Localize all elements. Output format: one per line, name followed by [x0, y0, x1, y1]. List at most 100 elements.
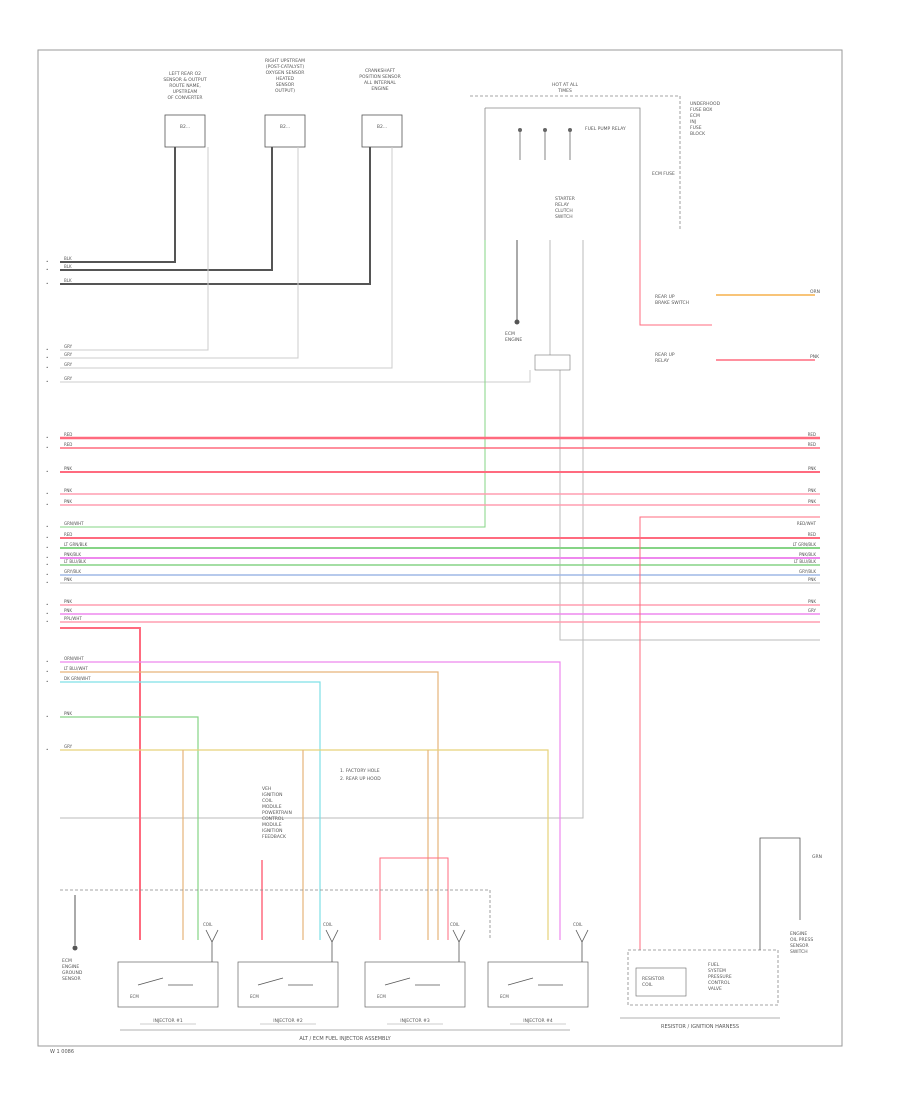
wire-label-right: PNK [808, 499, 816, 504]
svg-text:ROUTE NAME,: ROUTE NAME, [169, 83, 201, 89]
svg-text:IGNITION: IGNITION [262, 828, 283, 834]
wire-label-left: GRY [64, 362, 73, 367]
svg-text:B2...: B2... [280, 124, 290, 130]
sensor-wires [60, 147, 531, 383]
svg-text:SENSOR: SENSOR [790, 943, 809, 949]
svg-text:FUSE BOX: FUSE BOX [690, 107, 712, 113]
svg-text:TIMES: TIMES [557, 88, 572, 94]
injector-pin-label: ECM [130, 994, 139, 999]
wire-label-left: PNK [64, 711, 72, 716]
injector-coil-icon [325, 929, 339, 962]
svg-text:CLUTCH: CLUTCH [555, 208, 573, 214]
svg-text:COIL: COIL [262, 798, 273, 804]
wire-pin-marker: • [46, 469, 48, 474]
svg-text:SYSTEM: SYSTEM [708, 968, 726, 974]
svg-text:ENGINE: ENGINE [505, 337, 522, 343]
wire-pin-marker: • [46, 259, 48, 264]
svg-text:FEEDBACK: FEEDBACK [262, 834, 287, 840]
svg-text:IGNITION: IGNITION [262, 792, 283, 798]
wire-label-right: RED [808, 532, 816, 537]
svg-text:OF CONVERTER: OF CONVERTER [167, 95, 202, 101]
wire-label-right: GRY/BLK [799, 569, 816, 574]
svg-text:ECM FUSE: ECM FUSE [652, 171, 675, 177]
svg-text:REAR UP: REAR UP [655, 294, 675, 300]
svg-text:UPSTREAM: UPSTREAM [173, 89, 198, 95]
injector-pin-label: ECM [377, 994, 386, 999]
svg-text:STARTER: STARTER [555, 196, 575, 202]
svg-text:MODULE: MODULE [262, 804, 282, 810]
svg-text:PRESSURE: PRESSURE [708, 974, 732, 980]
wire-pin-marker: • [46, 580, 48, 585]
svg-text:BLOCK: BLOCK [690, 131, 706, 137]
page-code: W 1 0086 [50, 1049, 74, 1055]
injector-switch [257, 977, 313, 986]
connector-block [534, 354, 571, 371]
injector-label: INJECTOR #4 [523, 1018, 553, 1024]
wire-pin-marker: • [46, 555, 48, 560]
wire-label-right: LT BLU/BLK [794, 559, 816, 564]
svg-text:2. REAR UP HOOD: 2. REAR UP HOOD [340, 776, 381, 782]
svg-text:PNK: PNK [810, 354, 820, 360]
injector-label: INJECTOR #1 [153, 1018, 183, 1024]
wire-label-left: PNK [64, 608, 72, 613]
svg-text:HEATED: HEATED [276, 76, 295, 82]
svg-text:CONTROL: CONTROL [262, 816, 284, 822]
horizontal-bus [60, 436, 820, 623]
svg-text:SENSOR: SENSOR [62, 976, 81, 982]
svg-text:POSITION SENSOR: POSITION SENSOR [359, 74, 400, 80]
svg-text:VALVE: VALVE [708, 986, 722, 992]
wire-label-left: ORN/WHT [64, 656, 84, 661]
svg-text:REAR UP: REAR UP [655, 352, 675, 358]
oil-press-sensor: GRN ENGINE OIL PRESS SENSOR SWITCH [759, 837, 822, 955]
svg-text:CRANKSHAFT: CRANKSHAFT [365, 68, 395, 74]
svg-text:OXYGEN SENSOR: OXYGEN SENSOR [266, 70, 305, 76]
wire-label-left: DK GRN/WHT [64, 676, 91, 681]
wire-label-left: GRN/WHT [64, 521, 84, 526]
svg-text:FUEL PUMP RELAY: FUEL PUMP RELAY [585, 126, 626, 132]
injector-switch [137, 977, 193, 986]
wire-pin-marker: • [46, 379, 48, 384]
svg-text:ECM: ECM [62, 958, 72, 964]
wire-label-left: PNK [64, 499, 72, 504]
injector-switch [507, 977, 563, 986]
wire-label-left: BLK [64, 264, 72, 269]
injector-switch [384, 977, 440, 986]
svg-text:OIL PRESS: OIL PRESS [790, 937, 813, 943]
injector-label: INJECTOR #3 [400, 1018, 430, 1024]
wire-pin-marker: • [46, 572, 48, 577]
injector-part-label: COIL [573, 922, 583, 927]
svg-text:CONTROL: CONTROL [708, 980, 730, 986]
injector-coil-icon [205, 929, 219, 962]
svg-text:SWITCH: SWITCH [790, 949, 808, 955]
wire-label-left: RED [64, 532, 72, 537]
svg-text:ORN: ORN [810, 289, 820, 295]
svg-text:INJ: INJ [690, 119, 696, 125]
svg-text:RELAY: RELAY [555, 202, 569, 208]
svg-text:VEH: VEH [262, 786, 271, 792]
wire-pin-marker: • [46, 562, 48, 567]
injector-body [364, 961, 466, 1008]
injector-pin-label: ECM [250, 994, 259, 999]
svg-text:SENSOR & OUTPUT: SENSOR & OUTPUT [163, 77, 207, 83]
wire-pin-marker: • [46, 747, 48, 752]
gray-vert-2 [60, 240, 584, 819]
wire-pin-marker: • [46, 619, 48, 624]
wire-label-left: GRY [64, 344, 73, 349]
svg-text:ALL INTERNAL: ALL INTERNAL [364, 80, 396, 86]
svg-text:ECM: ECM [505, 331, 515, 337]
right-labels: REAR UP BRAKE SWITCH ORN REAR UP RELAY P… [639, 240, 820, 364]
svg-text:FUEL: FUEL [708, 962, 720, 968]
top-sensor-1: LEFT REAR O2 SENSOR & OUTPUT ROUTE NAME,… [163, 71, 207, 148]
ground-switch: ECM ENGINE [505, 240, 522, 343]
resistor-box: RESISTOR COIL FUEL SYSTEM PRESSURE CONTR… [627, 949, 779, 1006]
wire-label-left: GRY/BLK [64, 569, 81, 574]
wire-pin-marker: • [46, 535, 48, 540]
wire-label-right: PNK [808, 577, 816, 582]
wire-label-left: GRY [64, 352, 73, 357]
injector-feeds [60, 627, 561, 940]
fuse-block: HOT AT ALL TIMES UNDERHOOD FUSE BOX ECM … [470, 82, 721, 240]
wire-pin-marker: • [46, 545, 48, 550]
wire-label-right: GRY [808, 608, 817, 613]
wire-label-right: PNK [808, 466, 816, 471]
